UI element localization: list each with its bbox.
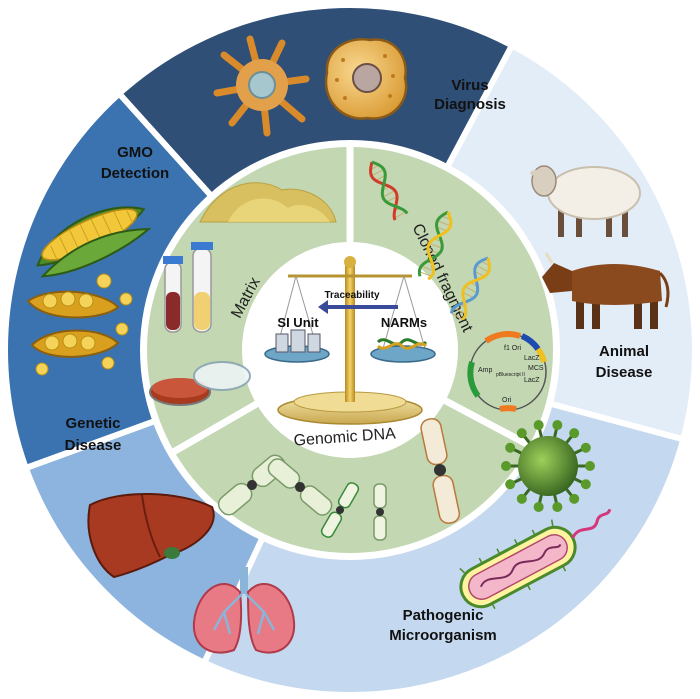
liver-icon xyxy=(87,493,215,579)
si-unit-label: SI Unit xyxy=(277,315,319,330)
genetic-label-line2: Disease xyxy=(65,437,122,454)
virus-spike-tip xyxy=(505,479,516,490)
dna-helix xyxy=(417,210,453,281)
petri-dish-icon xyxy=(149,361,251,406)
virus-spike-tip xyxy=(580,442,591,453)
inner-ring-dividers xyxy=(169,144,534,457)
virus-spike-tip xyxy=(552,501,563,512)
inner-divider xyxy=(441,396,534,450)
genetic-label-line1: Genetic xyxy=(65,415,120,432)
pathogen-label-line2: Microorganism xyxy=(389,627,497,644)
inner-divider xyxy=(169,399,261,457)
virus-spike-tip xyxy=(516,428,527,439)
dna-helix-icon xyxy=(369,160,491,321)
virus-spike-tip xyxy=(533,501,544,512)
plasmid-map: f1 Ori LacZ MCS LacZ Amp pBluescript II … xyxy=(467,331,547,412)
virus-spike-tip xyxy=(585,461,595,471)
animal-label-line1: Animal xyxy=(599,343,649,360)
plasmid-lacz: LacZ xyxy=(524,355,540,362)
macrophage-cell-icon xyxy=(324,38,408,120)
plasmid-ori: Ori xyxy=(502,397,512,404)
virus-spike-tip xyxy=(533,420,544,431)
powder-pile-icon xyxy=(199,182,337,223)
traceability-label: Traceability xyxy=(324,290,379,301)
dna-helix xyxy=(449,256,491,321)
gmo-label-line2: Detection xyxy=(101,165,169,182)
chromosomes-icon xyxy=(217,417,461,541)
animal-label-line2: Disease xyxy=(596,364,653,381)
dna-helix xyxy=(369,160,409,221)
dendritic-cell-icon xyxy=(213,35,310,137)
cow-icon xyxy=(542,252,670,329)
plasmid-lacz-2: LacZ xyxy=(524,377,540,384)
pathogen-label-line1: Pathogenic xyxy=(403,607,484,624)
virus-spike-tip xyxy=(505,442,516,453)
virus-label-line2: Diagnosis xyxy=(434,96,506,113)
virus-spike-tip xyxy=(501,461,511,471)
plasmid-name: pBluescript II xyxy=(496,372,525,378)
plasmid-mcs: MCS xyxy=(528,365,544,372)
virus-particle-icon xyxy=(501,420,595,512)
virus-label-line1: Virus xyxy=(451,77,488,94)
plasmid-f1-ori: f1 Ori xyxy=(504,345,522,352)
virus-spike-tip xyxy=(552,420,563,431)
virus-spike-tip xyxy=(569,428,580,439)
narms-label: NARMs xyxy=(381,315,427,330)
virus-spike-tip xyxy=(516,493,527,504)
bacterium-icon xyxy=(459,508,612,610)
sheep-icon xyxy=(530,165,641,237)
virus-spike-tip xyxy=(580,479,591,490)
soybean-icon xyxy=(26,273,133,376)
gmo-label-line1: GMO xyxy=(117,144,153,161)
plasmid-amp: Amp xyxy=(478,367,493,374)
balance-scale-icon xyxy=(264,256,436,425)
corn-icon xyxy=(36,206,152,278)
virus-spike-tip xyxy=(569,493,580,504)
test-tubes-icon xyxy=(163,242,213,333)
lungs-icon xyxy=(192,567,296,654)
